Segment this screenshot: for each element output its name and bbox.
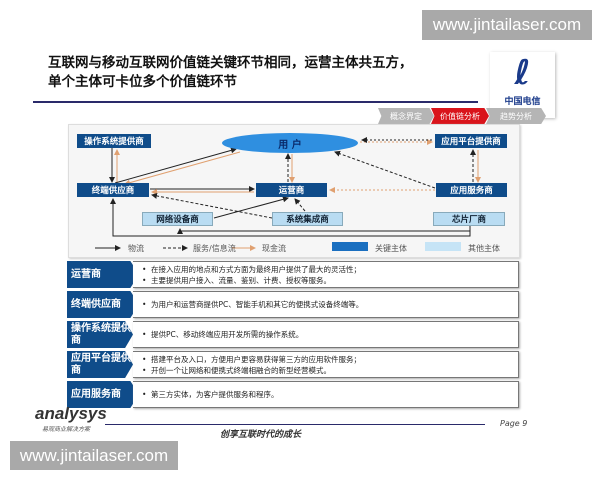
- user-node-shape: [222, 133, 358, 153]
- legend-other: 其他主体: [468, 244, 500, 253]
- bullet: 开创一个让网络和便携式终端相融合的新型经营模式。: [151, 365, 518, 376]
- bullet: 为用户和运营商提供PC、智能手机和其它的便携式设备终端等。: [151, 299, 518, 310]
- bullet: 在接入应用的地点和方式方面为最终用户提供了最大的灵活性；: [151, 264, 518, 275]
- node-terminal-supplier: 终端供应商: [77, 183, 149, 197]
- telecom-emblem-icon: ℓ: [514, 53, 531, 93]
- title-line-2: 单个主体可卡位多个价值链环节: [48, 74, 237, 90]
- arrow-integrator-operator: [294, 198, 306, 212]
- watermark-top: www.jintailaser.com: [422, 10, 592, 40]
- logo-text: 中国电信: [504, 97, 541, 107]
- legend-other-swatch: [425, 242, 461, 251]
- row-operator: 运营商 在接入应用的地点和方式方面为最终用户提供了最大的灵活性；主要提供用户接入…: [67, 261, 519, 288]
- legend-cash: 现金流: [262, 244, 286, 253]
- arrow-integrator-terminal: [151, 192, 273, 219]
- page-title: 互联网与移动互联网价值链关键环节相同，运营主体共五方， 单个主体可卡位多个价值链…: [48, 54, 413, 92]
- row-os: 操作系统提供商 提供PC、移动终端应用开发所需的操作系统。: [67, 321, 519, 348]
- row-label: 运营商: [67, 261, 139, 288]
- node-network-equipment: 网络设备商: [142, 212, 213, 226]
- tab-concept[interactable]: 概念界定: [378, 108, 434, 124]
- row-content: 为用户和运营商提供PC、智能手机和其它的便携式设备终端等。: [133, 291, 519, 318]
- page-number: Page 9: [500, 419, 528, 428]
- bullet: 第三方实体，为客户提供服务和程序。: [151, 389, 518, 400]
- title-rule: [33, 101, 478, 103]
- arrow-appservice-user: [334, 150, 436, 189]
- arrow-chip-network: [177, 226, 471, 234]
- analysys-logo: analysys: [35, 404, 107, 423]
- row-content: 搭建平台及入口，方便用户更容易获得第三方的应用软件服务；开创一个让网络和便携式终…: [133, 351, 519, 378]
- title-line-1: 互联网与移动互联网价值链关键环节相同，运营主体共五方，: [48, 55, 413, 71]
- arrow-network-operator: [213, 196, 289, 219]
- legend-key: 关键主体: [375, 244, 407, 253]
- legend-logistics: 物流: [128, 244, 144, 253]
- node-system-integrator: 系统集成商: [272, 212, 343, 226]
- arrow-chip-terminal: [110, 198, 471, 237]
- legend-key-swatch: [332, 242, 368, 251]
- china-telecom-logo: ℓ 中国电信: [490, 52, 555, 118]
- analysys-subtitle: 易观商业解决方案: [42, 426, 91, 433]
- node-chip-maker: 芯片厂商: [433, 212, 505, 226]
- node-operator: 运营商: [256, 183, 327, 197]
- tab-value-chain[interactable]: 价值链分析: [431, 108, 489, 124]
- row-content: 提供PC、移动终端应用开发所需的操作系统。: [133, 321, 519, 348]
- watermark-bottom: www.jintailaser.com: [10, 441, 178, 470]
- bullet: 搭建平台及入口，方便用户更容易获得第三方的应用软件服务；: [151, 354, 518, 365]
- arrow-user-terminal-cash: [124, 151, 241, 186]
- row-terminal: 终端供应商 为用户和运营商提供PC、智能手机和其它的便携式设备终端等。: [67, 291, 519, 318]
- tab-trend[interactable]: 趋势分析: [486, 108, 546, 124]
- row-label: 应用平台提供商: [67, 351, 133, 378]
- footer-slogan: 创享互联时代的成长: [220, 430, 302, 440]
- row-platform: 应用平台提供商 搭建平台及入口，方便用户更容易获得第三方的应用软件服务；开创一个…: [67, 351, 519, 378]
- node-app-service: 应用服务商: [436, 183, 507, 197]
- node-user: 用 户: [278, 139, 302, 151]
- bullet: 提供PC、移动终端应用开发所需的操作系统。: [151, 329, 518, 340]
- footer-rule: [105, 424, 485, 425]
- row-label: 操作系统提供商: [67, 321, 133, 348]
- legend-service: 服务/信息流: [193, 244, 236, 253]
- row-label: 应用服务商: [67, 381, 139, 408]
- row-content: 第三方实体，为客户提供服务和程序。: [133, 381, 519, 408]
- node-os-provider: 操作系统提供商: [77, 134, 151, 148]
- arrow-terminal-user: [114, 147, 237, 184]
- row-content: 在接入应用的地点和方式方面为最终用户提供了最大的灵活性；主要提供用户接入、流量、…: [133, 261, 519, 288]
- row-app-service: 应用服务商 第三方实体，为客户提供服务和程序。: [67, 381, 519, 408]
- row-label: 终端供应商: [67, 291, 139, 318]
- node-platform-provider: 应用平台提供商: [435, 134, 507, 148]
- bullet: 主要提供用户接入、流量、鉴别、计费、授权等服务。: [151, 275, 518, 286]
